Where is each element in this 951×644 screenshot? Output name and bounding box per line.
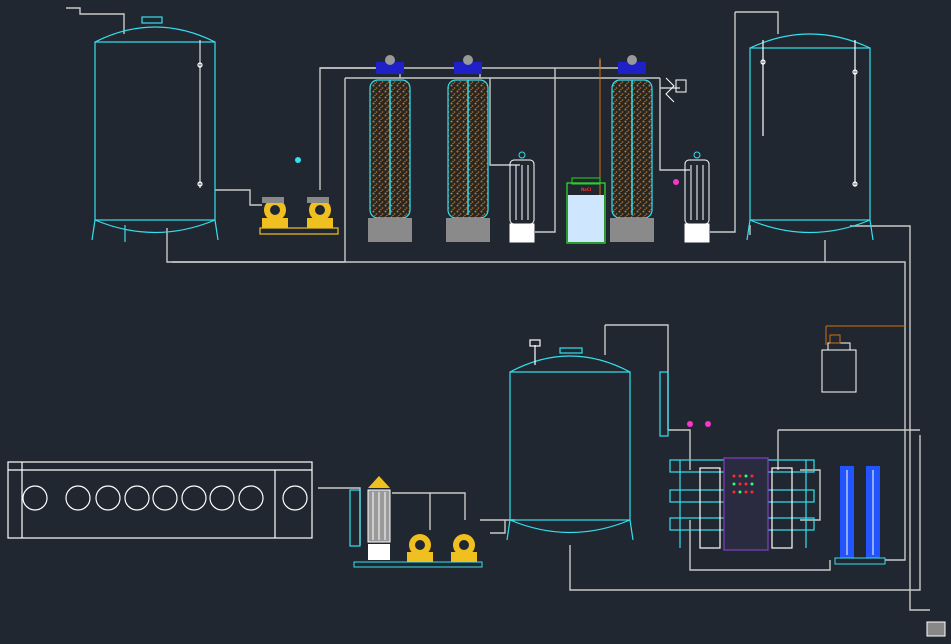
product-tank-inlet-pipe [735,11,779,34]
feed-pump-2 [307,197,333,228]
transfer-pipe [318,487,361,545]
softener-filter [610,55,654,242]
high-pressure-pumps [834,466,886,565]
media-filter-1 [368,55,412,242]
feed-pump-skid [259,157,339,235]
inlet-pipe [66,7,125,34]
control-valves [665,77,687,185]
transfer-pump-1 [407,534,433,562]
control-panel [723,457,769,551]
uv-sterilizer-unit [7,461,313,539]
dosing-tank [821,334,857,393]
transfer-pump-skid [353,534,483,568]
product-water-tank [746,33,874,241]
pump-discharge-pipe [319,67,375,190]
raw-tank-outlet-pipe [166,228,345,263]
lower-loop-pipe [569,435,921,591]
pump-suction-pipe [215,189,262,206]
transfer-pump-2 [451,534,477,562]
drain-box [926,621,946,637]
pipe-network [66,7,930,611]
brine-tank: NaCl [566,177,606,244]
raw-water-tank [91,16,219,242]
brine-tank-label: NaCl [581,187,592,192]
feed-pump-1 [262,197,288,228]
cartridge-filter-1 [509,151,535,243]
security-filter [659,371,711,437]
intermediate-tank [506,339,634,541]
precision-filter [349,476,391,560]
cartridge-filter-2 [684,151,710,243]
panel-indicators [732,474,754,494]
media-filter-2 [446,55,490,242]
